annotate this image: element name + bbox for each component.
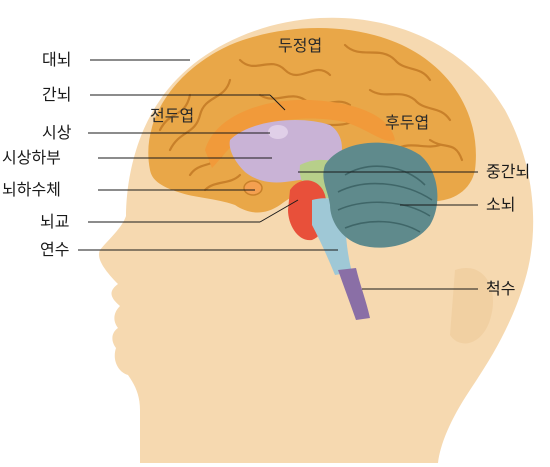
pituitary-gland <box>243 180 263 196</box>
leader-lines <box>78 59 478 290</box>
corpus-callosum <box>205 99 395 168</box>
label-thalamus: 시상 <box>42 123 72 142</box>
label-pituitary: 뇌하수체 <box>2 180 61 199</box>
spinal-cord-region <box>338 268 370 320</box>
label-hypothalamus: 시상하부 <box>2 148 61 167</box>
cerebellum-region <box>323 142 438 248</box>
label-parietal-lobe: 두정엽 <box>278 36 323 55</box>
label-spinal-cord: 척수 <box>486 279 516 298</box>
label-occipital-lobe: 후두엽 <box>385 113 430 132</box>
label-medulla: 연수 <box>40 240 70 259</box>
thalamus-nucleus <box>268 125 288 139</box>
ear-shade <box>450 268 494 344</box>
label-midbrain: 중간뇌 <box>486 162 531 181</box>
cerebellum-folia <box>337 165 433 233</box>
label-diencephalon: 간뇌 <box>42 85 72 104</box>
label-frontal-lobe: 전두엽 <box>150 106 195 125</box>
label-cerebrum: 대뇌 <box>42 50 72 69</box>
label-cerebellum: 소뇌 <box>486 195 516 214</box>
label-pons: 뇌교 <box>40 212 70 231</box>
